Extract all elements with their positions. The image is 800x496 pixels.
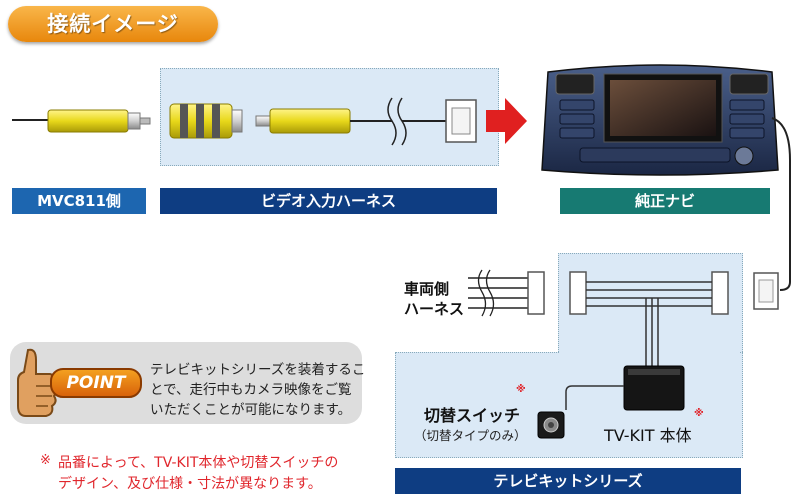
mvc-rca-plug (47, 109, 129, 133)
switch-note-mark: ※ (516, 384, 526, 395)
page-title: 接続イメージ (8, 6, 218, 42)
switch-label: 切替スイッチ (424, 406, 521, 425)
mvc-side-label: MVC811側 (12, 188, 146, 214)
harness-rca-plug (269, 108, 351, 134)
vehicle-harness-label-2: ハーネス (404, 300, 465, 318)
switch-sublabel: （切替タイプのみ） (414, 428, 527, 443)
tvkit-connector-right (711, 271, 729, 315)
tv-kit-box (623, 365, 685, 411)
footnote-mark: ※ (40, 453, 51, 468)
connect-arrow (486, 98, 527, 144)
point-badge: POINT (50, 368, 142, 398)
footnote-line-1: 品番によって、TV-KIT本体や切替スイッチの (58, 455, 339, 471)
tv-kit-area-joiner (559, 348, 740, 356)
footnote-line-2: デザイン、及び仕様・寸法が異なります。 (58, 476, 322, 492)
point-text-1: テレビキットシリーズを装着するこ (150, 362, 366, 378)
genuine-navi-unit (541, 64, 779, 176)
point-text-2: とで、走行中もカメラ映像をご覧 (150, 382, 352, 398)
vehicle-harness-connector (527, 271, 545, 315)
point-text-3: いただくことが可能になります。 (150, 402, 352, 418)
tvkit-connector-left (569, 271, 587, 315)
tvkit-note-mark: ※ (694, 408, 704, 419)
genuine-navi-label: 純正ナビ (560, 188, 770, 214)
thumbs-up-icon (17, 348, 57, 417)
tv-kit-body-label: TV-KIT 本体 (604, 426, 692, 445)
tv-kit-series-label: テレビキットシリーズ (395, 468, 741, 494)
vehicle-harness-label-1: 車両側 (404, 280, 450, 298)
video-harness-label: ビデオ入力ハーネス (160, 188, 497, 214)
